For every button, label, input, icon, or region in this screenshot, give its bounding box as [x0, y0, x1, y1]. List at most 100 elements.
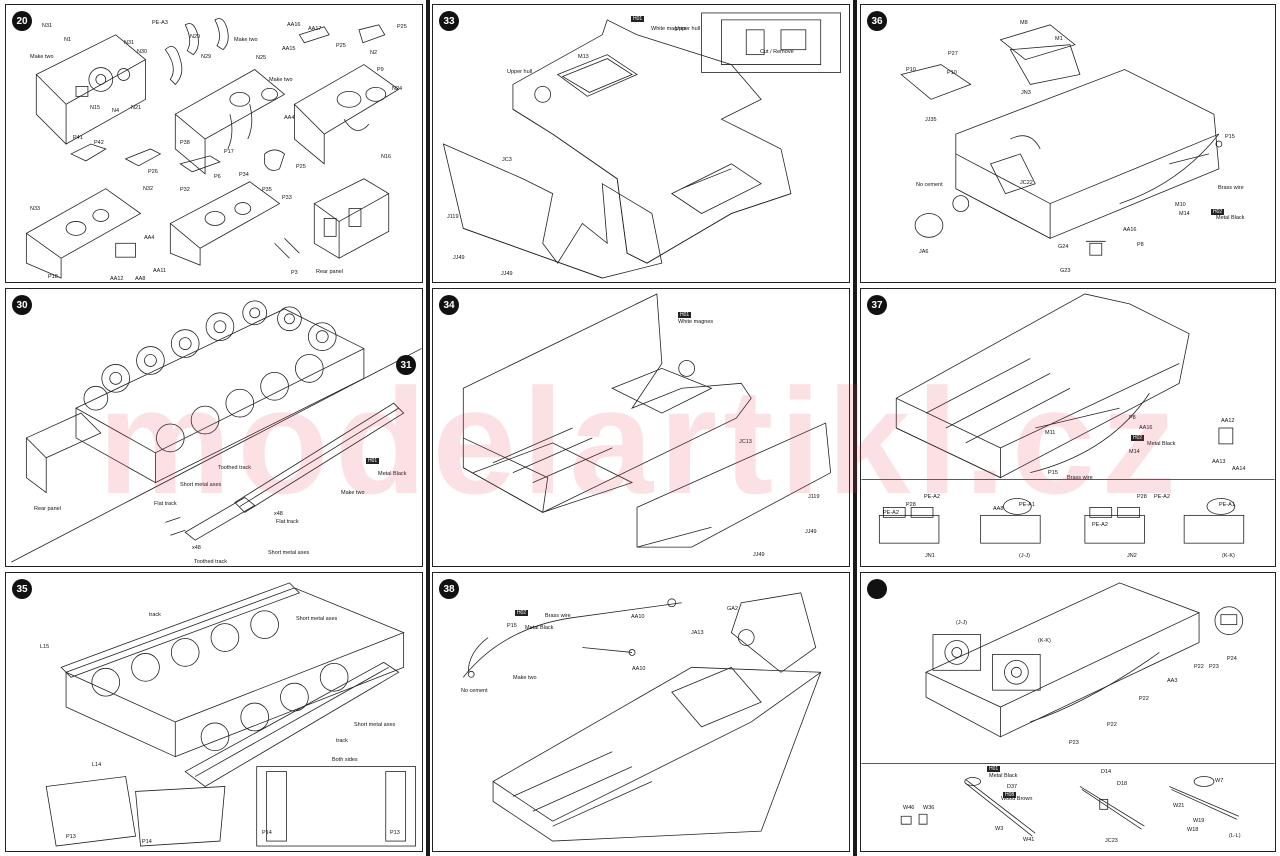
callout-label: L15	[40, 644, 50, 650]
callout-label: N2	[370, 50, 378, 56]
callout-label: P23	[1069, 740, 1079, 746]
hull-drawing	[462, 592, 822, 842]
callout-label: W3	[995, 826, 1004, 832]
callout-label: AA16	[1139, 425, 1153, 431]
callout-label: P9	[377, 67, 384, 73]
callout-label: AA10	[631, 614, 645, 620]
callout-label: P15	[507, 623, 517, 629]
callout-label: JC22	[1020, 180, 1033, 186]
callout-label: N31	[124, 40, 135, 46]
step-number: 30	[12, 295, 32, 315]
callout-label: M1	[1055, 36, 1063, 42]
callout-label: track	[149, 612, 161, 618]
callout-label: P22	[1107, 722, 1117, 728]
callout-label: JC3	[502, 157, 512, 163]
callout-label: J119	[808, 494, 820, 500]
callout-label: Toothed track	[218, 465, 252, 471]
callout-label: JJ49	[501, 271, 513, 277]
hull-drawing	[861, 293, 1275, 544]
callout-label: P18	[48, 274, 58, 280]
callout-label: P25	[397, 24, 407, 30]
callout-label: W19	[1193, 818, 1205, 824]
callout-label: Short metal axes	[354, 722, 396, 728]
callout-label: G24	[1058, 244, 1069, 250]
callout-label: N25	[256, 55, 267, 61]
callout-label: P3	[291, 270, 298, 276]
callout-label: P14	[142, 839, 152, 845]
callout-label: AA14	[1232, 466, 1246, 472]
callout-label: (K-K)	[1038, 638, 1051, 644]
callout-label: N30	[137, 49, 148, 55]
callout-label: L14	[92, 762, 102, 768]
callout-label: White magnes	[651, 26, 687, 32]
hull-drawing	[462, 293, 832, 548]
callout-label: JN3	[1021, 90, 1031, 96]
callout-label: PE-A2	[1092, 522, 1108, 528]
callout-label: D14	[1101, 769, 1112, 775]
callout-label: P10	[947, 70, 957, 76]
callout-label: White magnes	[678, 319, 714, 325]
callout-label: Short metal axes	[296, 616, 338, 622]
paint-code-badge: H01	[366, 458, 380, 464]
callout-label: M8	[1020, 20, 1028, 26]
hull-drawing	[900, 24, 1223, 256]
callout-label: JJ49	[453, 255, 465, 261]
callout-label: AA3	[1167, 678, 1178, 684]
callout-label: P6	[214, 174, 221, 180]
callout-label: PE-A1	[1019, 502, 1035, 508]
callout-label: AA12	[110, 276, 124, 282]
callout-label: JC13	[739, 439, 752, 445]
callout-label: Upper hull	[507, 69, 533, 75]
callout-label: P27	[948, 51, 958, 57]
callout-label: AA11	[153, 268, 167, 274]
callout-label: AA13	[1212, 459, 1226, 465]
callout-label: AA10	[632, 666, 646, 672]
callout-label: PE-A2	[924, 494, 940, 500]
running-gear-drawing	[11, 300, 422, 563]
callout-label: P25	[336, 43, 346, 49]
callout-label: N1	[64, 37, 72, 43]
callout-label: M11	[1045, 430, 1056, 436]
callout-label: No cement	[461, 688, 488, 694]
callout-label: x48	[274, 511, 283, 517]
paint-code-badge: H01	[987, 766, 1001, 772]
callout-label: P33	[282, 195, 292, 201]
callout-label: Metal Black	[1216, 215, 1245, 221]
step-number-31: 31	[396, 355, 416, 375]
callout-label: P26	[148, 169, 158, 175]
callout-label: Rear panel	[316, 269, 343, 275]
callout-label: AA17	[308, 26, 322, 32]
callout-label: W36	[923, 805, 935, 811]
callout-label: P14	[262, 830, 272, 836]
callout-label: P13	[66, 834, 76, 840]
callout-label: Flat track	[276, 519, 299, 525]
callout-label: P28	[1137, 494, 1147, 500]
callout-label: G23	[1060, 268, 1071, 274]
hull-drawing	[861, 582, 1275, 837]
callout-label: N21	[131, 105, 142, 111]
callout-label: N32	[143, 186, 154, 192]
callout-label: Toothed track	[194, 559, 228, 565]
callout-label: JA6	[919, 249, 929, 255]
callout-label: Rear panel	[34, 506, 61, 512]
callout-label: P15	[1048, 470, 1058, 476]
callout-label: N4	[112, 108, 120, 114]
callout-label: Metal Black	[989, 773, 1018, 779]
callout-label: M10	[1175, 202, 1186, 208]
callout-label: AA12	[1221, 418, 1235, 424]
callout-label: JA13	[691, 630, 704, 636]
callout-label: P24	[1227, 656, 1237, 662]
callout-label: AA8	[135, 276, 146, 282]
callout-label: P15	[1225, 134, 1235, 140]
callout-label: P34	[239, 172, 249, 178]
callout-label: M14	[1179, 211, 1190, 217]
callout-label: JN2	[1127, 553, 1137, 559]
callout-label: M14	[1129, 449, 1140, 455]
callout-label: P25	[296, 164, 306, 170]
callout-label: Cut / Remove	[760, 49, 794, 55]
